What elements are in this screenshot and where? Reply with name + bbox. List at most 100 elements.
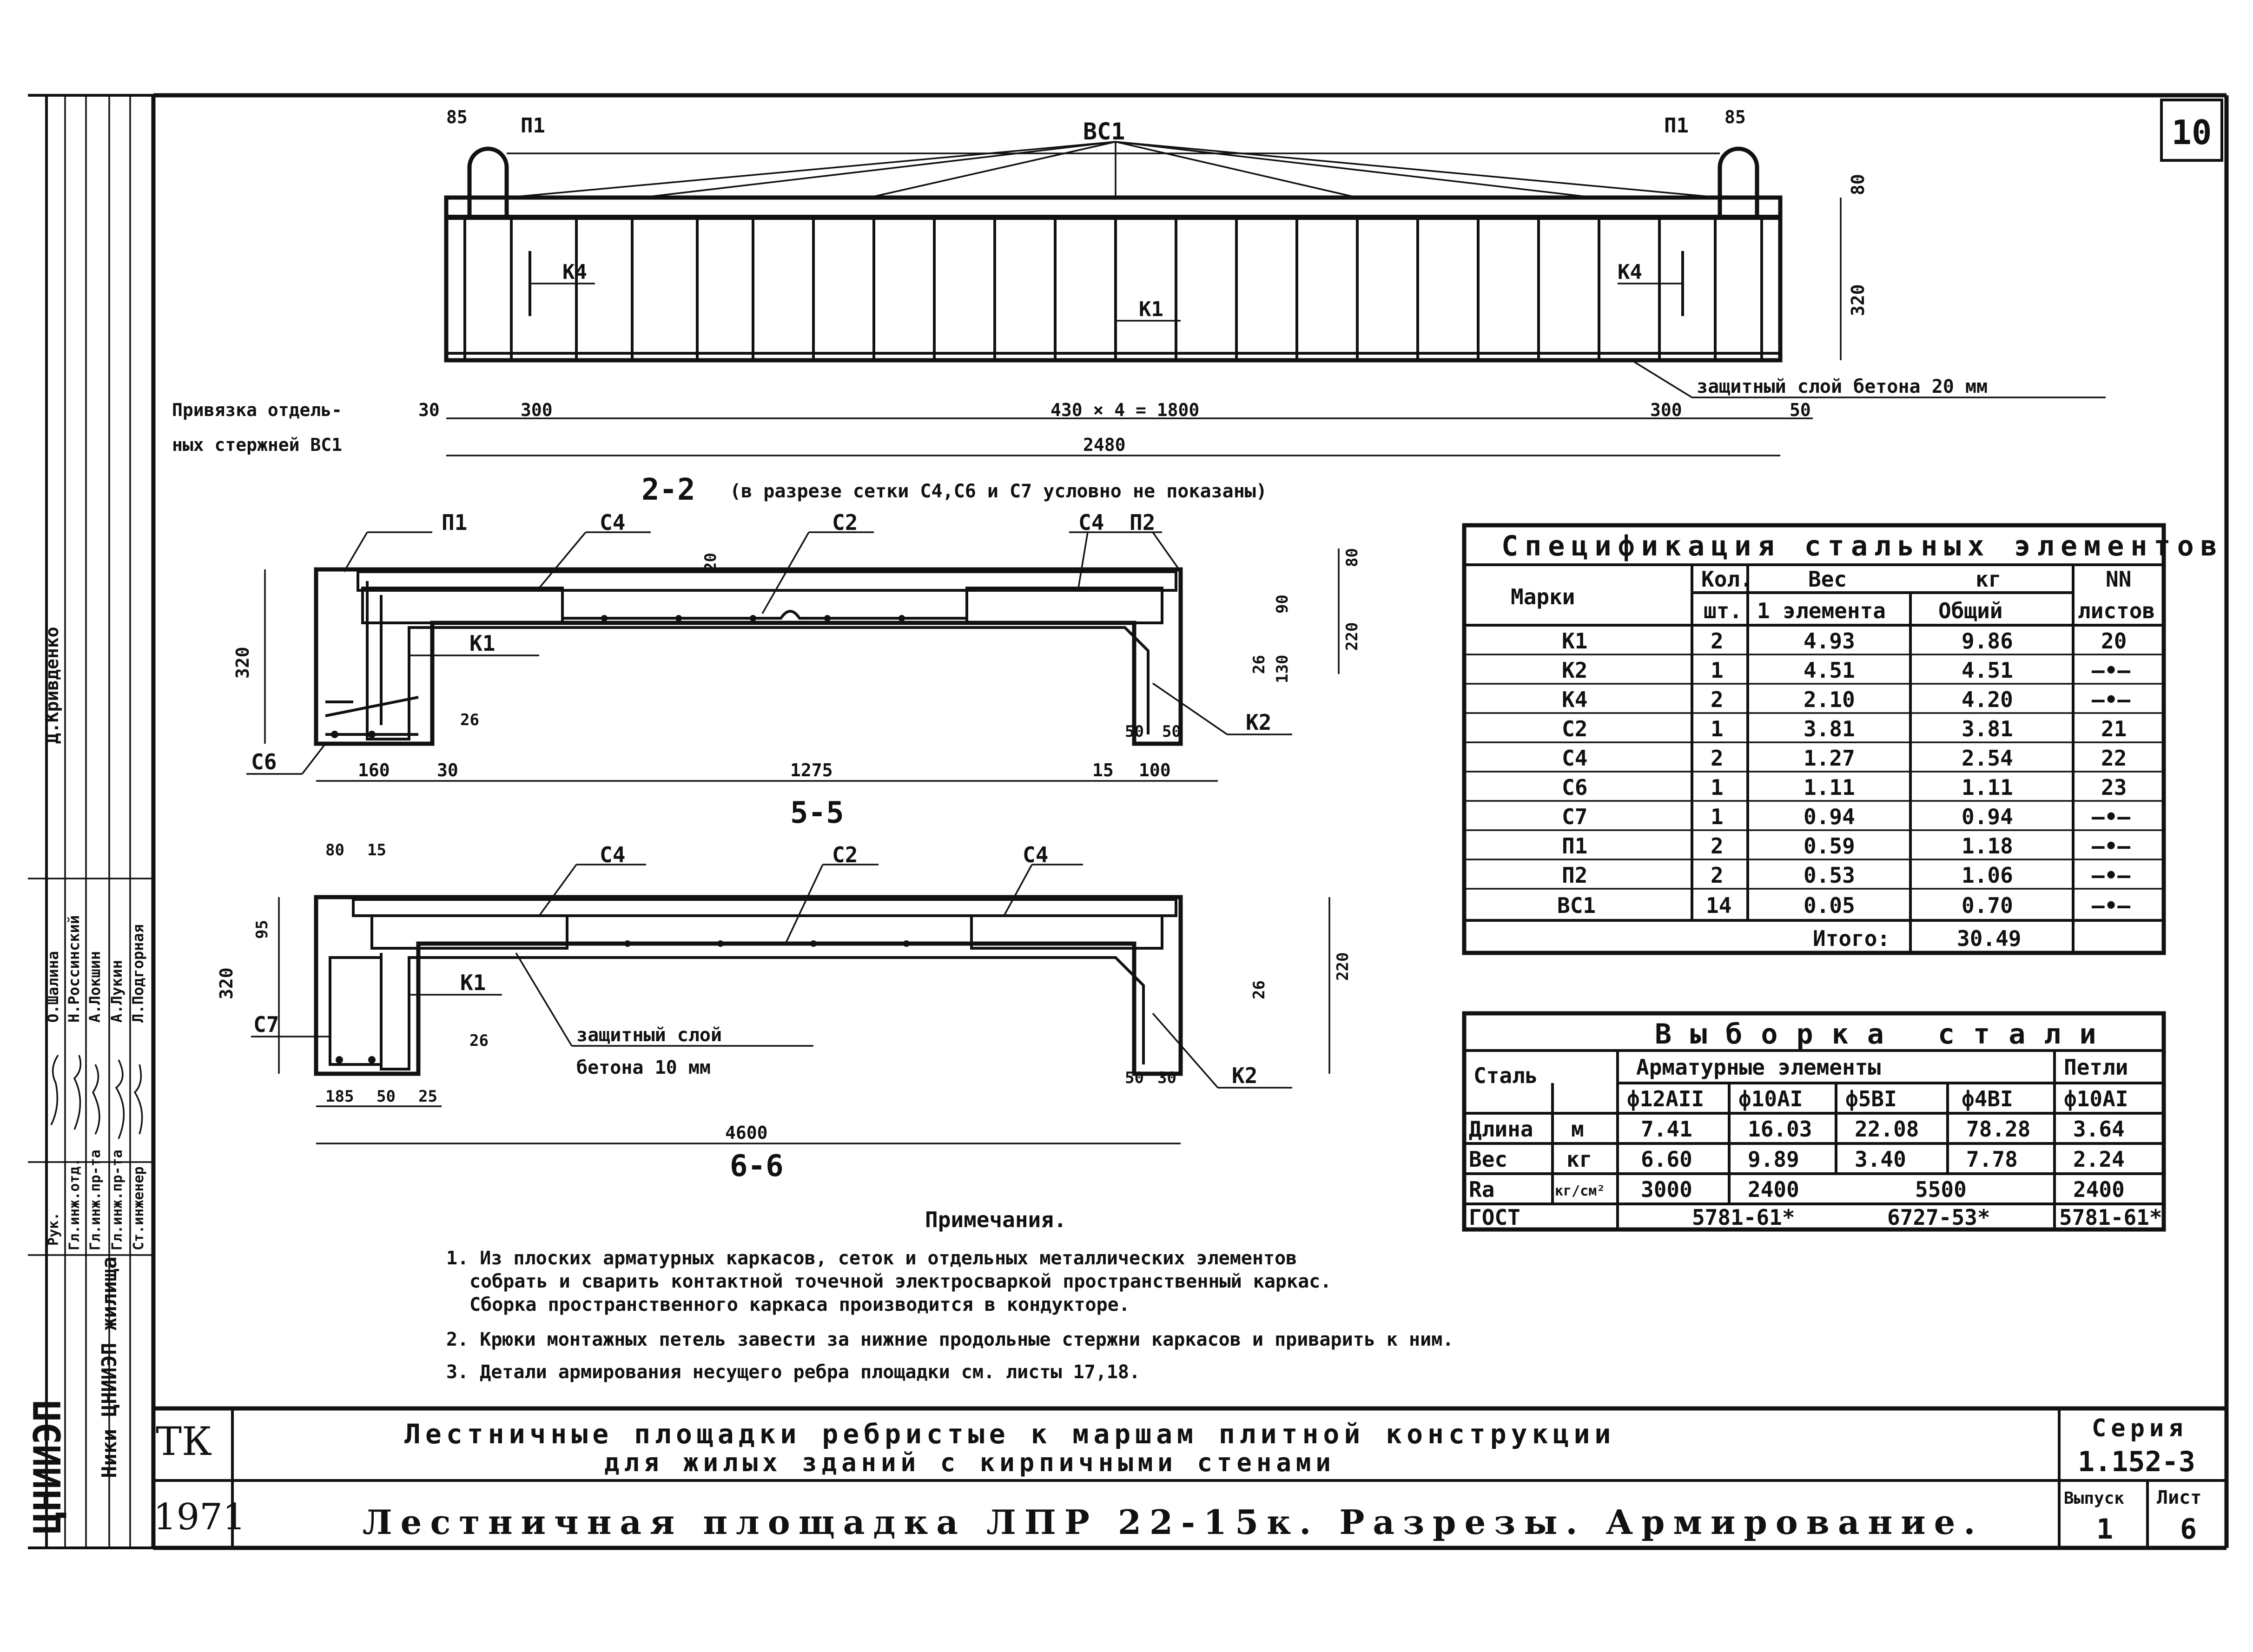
table-cell-text: 1.18 [1962,833,2013,859]
spec-total-value: 30.49 [1957,926,2021,951]
dim-26-right: 26 [1250,655,1269,674]
stamp-title3: Лестничная площадка ЛПР 22-15к. Разрезы.… [363,1502,1983,1542]
label-c2: С2 [832,510,858,535]
note-1b: собрать и сварить контактной точечной эл… [469,1271,1331,1292]
section-caption-2-2: 2-2 [641,473,695,507]
spec-head-mark: Марки [1511,584,1575,609]
table-cell-text: 7.41 [1641,1117,1692,1142]
label-c4-right: С4 [1023,842,1048,867]
sheet-number-box: 10 [2160,99,2223,162]
stamp-series-value: 1.152-3 [2078,1446,2195,1478]
spec-row: П1 2 0.59 1.18 —•— [1562,833,2130,859]
spec-row: К2 1 4.51 4.51 —•— [1562,658,2130,683]
stamp-sheet-value: 6 [2180,1513,2197,1546]
table-cell-text: К2 [1562,658,1587,683]
spec-total-label: Итого: [1813,926,1890,951]
table-cell-text: 23 [2101,775,2127,800]
dim-95: 95 [253,920,271,939]
bind-note-2: ных стержней ВС1 [172,435,342,455]
dim-80: 80 [325,841,344,859]
table-cell-text: К1 [1562,628,1587,654]
table-cell-text: 1.11 [1804,775,1855,800]
label-p2: П2 [1130,510,1155,535]
label-p1-left: П1 [521,114,545,138]
spec-row: С4 2 1.27 2.54 22 [1562,746,2127,771]
sidebar-role-1: Рук. [46,1212,62,1246]
dim-220: 220 [1343,622,1361,651]
note-1a: 1. Из плоских арматурных каркасов, сеток… [446,1248,1297,1269]
table-cell-text: —•— [2092,687,2130,712]
table-cell-text: 78.28 [1966,1117,2030,1142]
label-k4-right: К4 [1618,260,1642,284]
table-cell-text: 3.81 [1962,716,2013,741]
spec-head-sheets2: листов [2078,598,2155,623]
note-2: 2. Крюки монтажных петель завести за ниж… [446,1329,1454,1350]
table-cell-text: 0.94 [1962,804,2013,829]
sidebar-role-2: Гл.инж.отд. [66,1158,83,1250]
section-caption-5-5: 5-5 [790,796,844,830]
signature-5 [133,1064,143,1135]
spec-table: Спецификация стальных элементов Марки Ко… [1462,523,2224,955]
spec-head-sheets: NN [2106,567,2131,592]
table-cell-text: 0.59 [1804,833,1855,859]
label-c4-left: С4 [600,842,625,867]
spec-row: ВС1 14 0.05 0.70 —•— [1557,893,2130,918]
signature-2 [73,1055,82,1130]
table-cell-text: С4 [1562,746,1587,771]
dim-160: 160 [358,760,390,780]
stamp-title2: для жилых зданий с кирпичными стенами [604,1448,1335,1477]
label-c2: С2 [832,842,858,867]
steel-row-weight: Вес кг 6.60 9.89 3.40 7.78 2.24 [1469,1147,2125,1172]
table-cell-text: ВС1 [1557,893,1596,918]
table-cell-text: 0.05 [1804,893,1855,918]
table-cell-text: 2 [1711,833,1724,859]
table-cell-text: 21 [2101,716,2127,741]
spec-row: П2 2 0.53 1.06 —•— [1562,863,2130,888]
table-cell-text: 1.06 [1962,863,2013,888]
notes: Примечания. 1. Из плоских арматурных кар… [446,1207,1454,1383]
table-cell-text: П2 [1562,863,1587,888]
stamp-title1: Лестничные площадки ребристые к маршам п… [404,1418,1615,1450]
label-p1: П1 [442,510,467,535]
table-cell-text: м [1571,1117,1584,1142]
section-5-5: П1 С4 С2 С4 П2 К1 К2 С6 320 20 80 220 90… [232,510,1361,830]
table-cell-text: 4.51 [1962,658,2013,683]
table-cell-text: кг/см² [1555,1183,1605,1199]
dim-90: 90 [1273,595,1292,614]
table-cell-text: Длина [1469,1117,1533,1142]
notes-title: Примечания. [925,1207,1067,1232]
sidebar-role-5: Ст.инженер [131,1166,147,1250]
sidebar-name-4: А.Лукин [108,960,126,1023]
sidebar-role-4: Гл.инж.пр-та [109,1150,126,1250]
table-cell-text: С2 [1562,716,1587,741]
label-c6: С6 [251,749,277,774]
table-cell-text: 3.40 [1855,1147,1906,1172]
dim-100: 100 [1139,760,1171,780]
dim-50a: 50 [1125,722,1144,741]
title-block: ЦНИИЭП ТК 1971 Лестничные площадки ребри… [26,1400,2227,1548]
spec-head-total: Общий [1938,598,2002,623]
table-cell-text: 5500 [1915,1177,1967,1202]
table-cell-text: 2400 [1748,1177,1799,1202]
table-cell-text: 4.20 [1962,687,2013,712]
dim-320: 320 [216,967,237,999]
spec-row: С2 1 3.81 3.81 21 [1562,716,2127,741]
section-2-2: П1 П1 ВС1 К4 К4 К1 защитный слой бетона … [172,107,2106,507]
table-cell-text: 16.03 [1748,1117,1812,1142]
table-cell-text: —•— [2092,658,2130,683]
steel-title: Выборка стали [1655,1018,2115,1051]
table-cell-text: 6.60 [1641,1147,1692,1172]
dim-80: 80 [1343,548,1361,567]
label-cover-1: защитный слой [576,1024,722,1046]
dim-spacing: 430 × 4 = 1800 [1051,400,1199,420]
sidebar-name-1: О.Шалина [44,951,62,1023]
table-cell-text: С7 [1562,804,1587,829]
dim-130: 130 [1273,655,1292,683]
table-cell-text: —•— [2092,804,2130,829]
section-6-6: С4 С2 С4 К1 К2 С7 защитный слой бетона 1… [216,841,1352,1183]
table-cell-text: 1 [1711,658,1724,683]
loop-p1-right [1718,146,1759,216]
sidebar-role-3: Гл.инж.пр-та [87,1150,104,1250]
spec-title: Спецификация стальных элементов [1501,530,2224,562]
